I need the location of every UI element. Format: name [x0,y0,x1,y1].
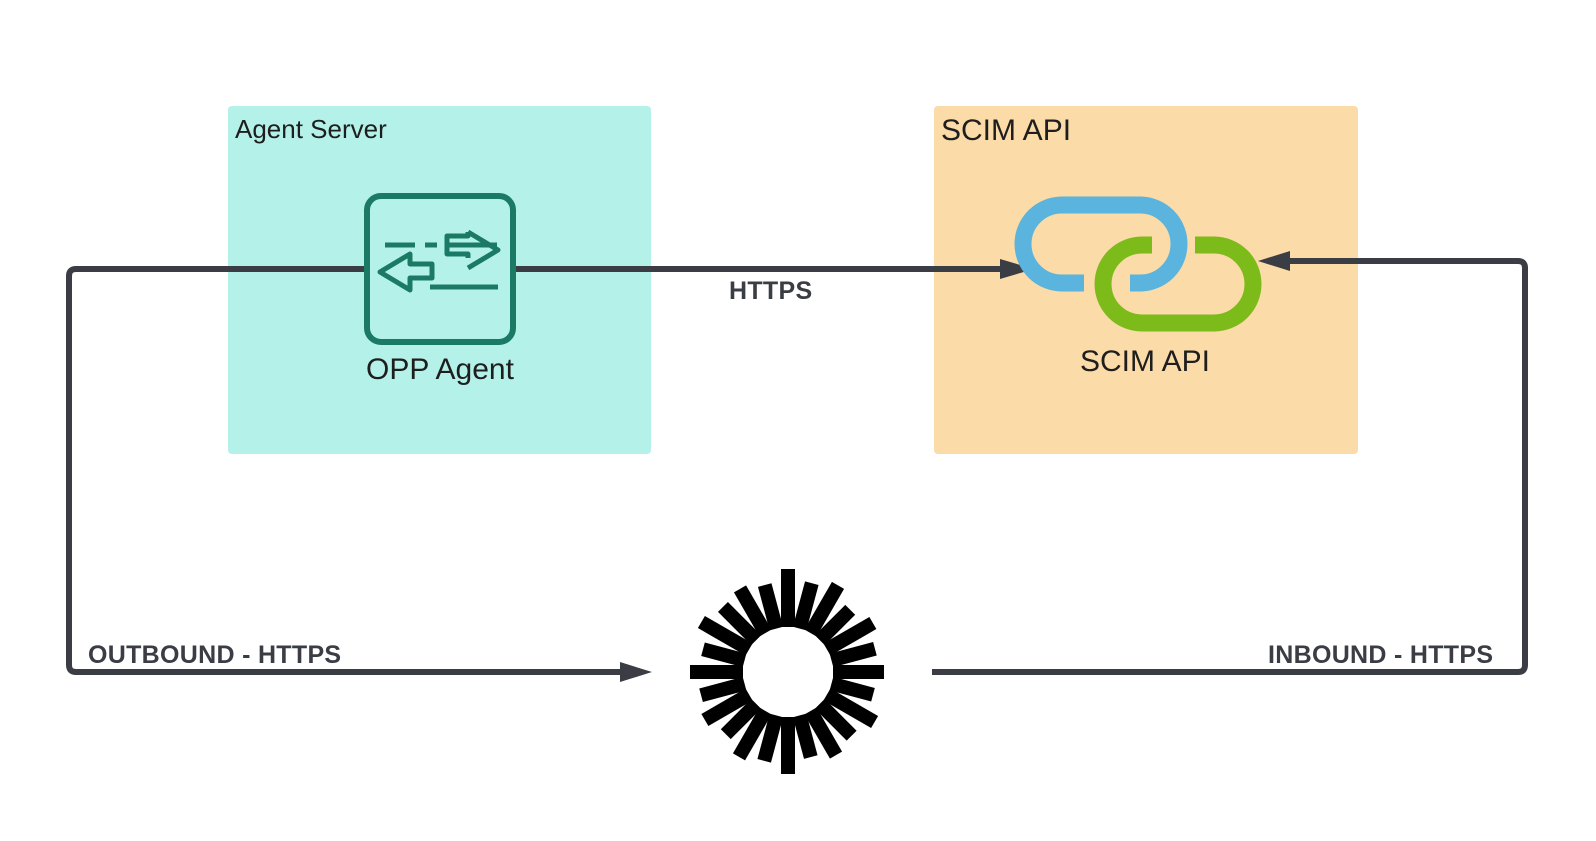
scim-api-group: SCIM API [934,106,1358,454]
scim-api-label: SCIM API [1079,345,1211,378]
chain-link-icon [1014,196,1262,332]
agent-server-title: Agent Server [235,114,387,144]
opp-agent-label: OPP Agent [366,353,514,386]
https-arrowhead [1000,259,1034,279]
https-edge-label: HTTPS [729,277,813,305]
https-connector [515,259,1034,279]
scim-api-group-title: SCIM API [941,114,1072,147]
inbound-edge-label: INBOUND - HTTPS [1268,641,1494,669]
outbound-arrowhead [620,662,652,682]
outbound-edge-label: OUTBOUND - HTTPS [88,641,342,669]
inbound-arrowhead [1258,251,1290,271]
data-exchange-arrows-icon [364,193,516,345]
inbound-connector [932,251,1528,675]
agent-server-group: Agent Server [228,106,651,454]
starburst-logo-icon [690,569,884,774]
outbound-connector [66,266,652,682]
